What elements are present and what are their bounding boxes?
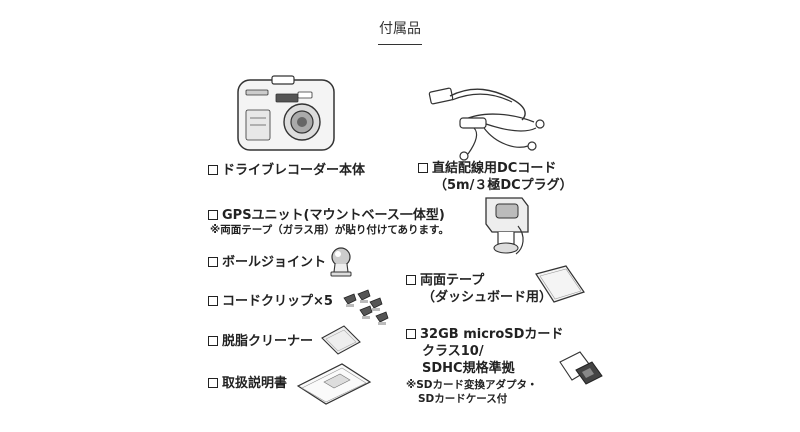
checkbox-icon [208,336,218,346]
gps-note: ※両面テープ（ガラス用）が貼り付けてあります。 [210,224,450,236]
clips-image [340,288,404,326]
checkbox-icon [406,329,416,339]
checkbox-icon [208,296,218,306]
manual-image [294,360,374,408]
checkbox-icon [208,210,218,220]
cleaner-image [318,322,364,358]
sd-card-image [556,348,606,388]
checkbox-icon [208,257,218,267]
dc-cord-image [424,84,554,162]
item-clips: コードクリップ×5 [208,293,333,310]
item-manual: 取扱説明書 [208,375,287,392]
page-title: 付属品 [379,21,421,37]
tape-image [530,264,588,306]
checkbox-icon [418,163,428,173]
gps-mount-image [478,192,534,258]
item-recorder: ドライブレコーダー本体 [208,162,365,179]
item-ball-joint: ボールジョイント [208,254,326,271]
checkbox-icon [208,378,218,388]
sd-note: ※SDカード変換アダプタ・ SDカードケース付 [406,379,538,405]
checkbox-icon [406,275,416,285]
item-dc-cord: 直結配線用DCコード （5m/３極DCプラグ） [418,160,573,194]
ball-joint-image [326,246,356,278]
item-tape: 両面テープ （ダッシュボード用） [406,272,552,306]
checkbox-icon [208,165,218,175]
dashcam-image [232,70,342,158]
item-sd-card: 32GB microSDカード クラス10/ SDHC規格準拠 [406,326,563,377]
item-cleaner: 脱脂クリーナー [208,333,313,350]
title-underline [378,44,422,45]
item-gps-unit: GPSユニット(マウントベース一体型) [208,207,445,224]
